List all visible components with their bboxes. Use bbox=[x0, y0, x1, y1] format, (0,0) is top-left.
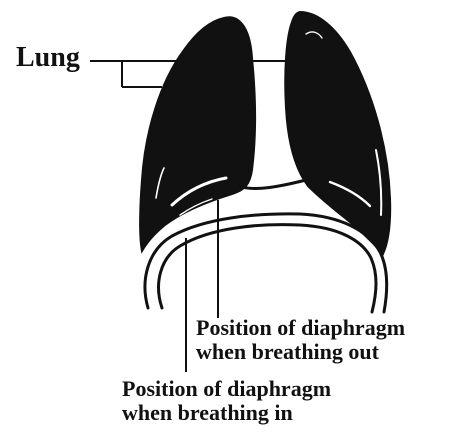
diaphragm-out-label: Position of diaphragm when breathing out bbox=[196, 316, 405, 364]
right-lung-shape bbox=[285, 12, 390, 254]
lung-label: Lung bbox=[16, 44, 80, 72]
diaphragm-breathing-in-inner bbox=[159, 225, 376, 312]
diaphragm-in-label-line2: when breathing in bbox=[122, 401, 331, 425]
diaphragm-out-label-line2: when breathing out bbox=[196, 340, 405, 364]
diaphragm-in-label-line1: Position of diaphragm bbox=[122, 377, 331, 401]
diaphragm-in-label: Position of diaphragm when breathing in bbox=[122, 377, 331, 425]
diaphragm-breathing-in-outer bbox=[145, 214, 387, 312]
right-lung bbox=[285, 12, 390, 254]
diaphragm-out-label-line1: Position of diaphragm bbox=[196, 316, 405, 340]
